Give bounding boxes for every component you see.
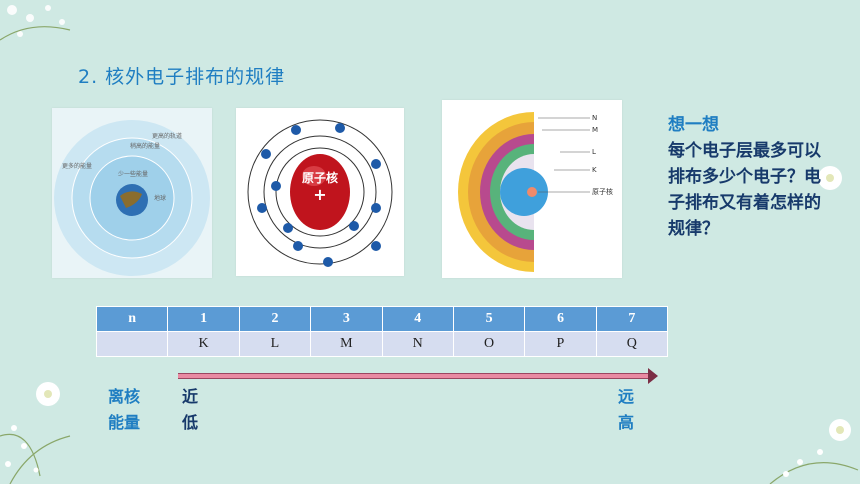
electron [349, 221, 359, 231]
electron [283, 223, 293, 233]
electron [257, 203, 267, 213]
flower-decoration-bottom-right [769, 419, 859, 484]
electron [371, 159, 381, 169]
earth-label: 地球 [154, 194, 166, 202]
electron [293, 241, 303, 251]
table-cell: 1 [167, 306, 240, 332]
table-cell: N [381, 331, 454, 357]
table-cell: P [524, 331, 597, 357]
electron-shells-drawing: N M L K 原子核 [458, 112, 613, 272]
electron [271, 181, 281, 191]
scale-near-low: 近 低 [182, 384, 198, 436]
table-cell: 6 [524, 306, 597, 332]
electron [261, 149, 271, 159]
think-question: 每个电子层最多可以排布多少个电子？电子排布又有着怎样的规律？ [668, 141, 821, 239]
shell-label-m: M [592, 126, 598, 134]
flower-decoration-top-left [0, 5, 71, 41]
scale-far-high: 远 高 [618, 384, 634, 436]
electron [291, 125, 301, 135]
energy-label: 能量 [108, 413, 141, 432]
table-cell [95, 331, 169, 357]
table-cell: 2 [238, 306, 312, 332]
orbit-label-less-energy: 少一些能量 [118, 170, 148, 178]
scale-row-labels: 离核 能量 [108, 384, 140, 436]
nucleus-plus-sign: + [313, 185, 326, 204]
orbit-label-slightly-higher: 稍高的能量 [130, 142, 160, 150]
shell-label-n: N [592, 114, 597, 122]
electron [323, 257, 333, 267]
energy-levels-figure: 更高的轨道 稍高的能量 更多的能量 少一些能量 地球 [52, 108, 212, 278]
near-label: 近 [182, 387, 199, 406]
flower-decoration-right-mid [818, 166, 842, 190]
table-cell: O [452, 331, 526, 357]
electron-shells-figure: N M L K 原子核 [442, 100, 622, 278]
think-title: 想一想 [668, 115, 719, 135]
arrow-head-icon [648, 368, 658, 384]
shell-label-nucleus: 原子核 [592, 187, 613, 196]
energy-levels-drawing: 更高的轨道 稍高的能量 更多的能量 少一些能量 地球 [54, 120, 210, 276]
shell-label-k: K [592, 166, 597, 174]
bohr-atom-figure: 原子核 + [236, 108, 404, 276]
electron [371, 241, 381, 251]
shell-label-l: L [592, 148, 596, 156]
table-cell: 3 [310, 306, 383, 332]
table-cell: n [95, 306, 169, 332]
orbit-label-more-energy: 更多的能量 [62, 162, 92, 170]
distance-arrow [178, 373, 648, 379]
nucleus-label: 原子核 [302, 170, 338, 185]
high-label: 高 [618, 413, 635, 432]
shell-table: n 1 2 3 4 5 6 7 K L M N O P Q [95, 306, 669, 357]
table-cell: 7 [595, 306, 669, 332]
page-title: 2. 核外电子排布的规律 [78, 66, 286, 88]
table-cell: 4 [381, 306, 454, 332]
bohr-atom-drawing: 原子核 + [247, 119, 393, 267]
far-label: 远 [618, 387, 635, 406]
table-cell: L [238, 331, 312, 357]
distance-label: 离核 [108, 387, 141, 406]
low-label: 低 [182, 413, 199, 432]
electron [335, 123, 345, 133]
table-cell: M [310, 331, 383, 357]
shell-table-header-row: n 1 2 3 4 5 6 7 [95, 306, 669, 332]
table-cell: Q [595, 331, 669, 357]
flower-decoration-bottom-left [0, 382, 71, 484]
table-cell: 5 [452, 306, 526, 332]
orbit-label-higher: 更高的轨道 [152, 132, 182, 140]
electron [371, 203, 381, 213]
table-cell: K [167, 331, 240, 357]
shell-table-symbol-row: K L M N O P Q [95, 331, 669, 357]
